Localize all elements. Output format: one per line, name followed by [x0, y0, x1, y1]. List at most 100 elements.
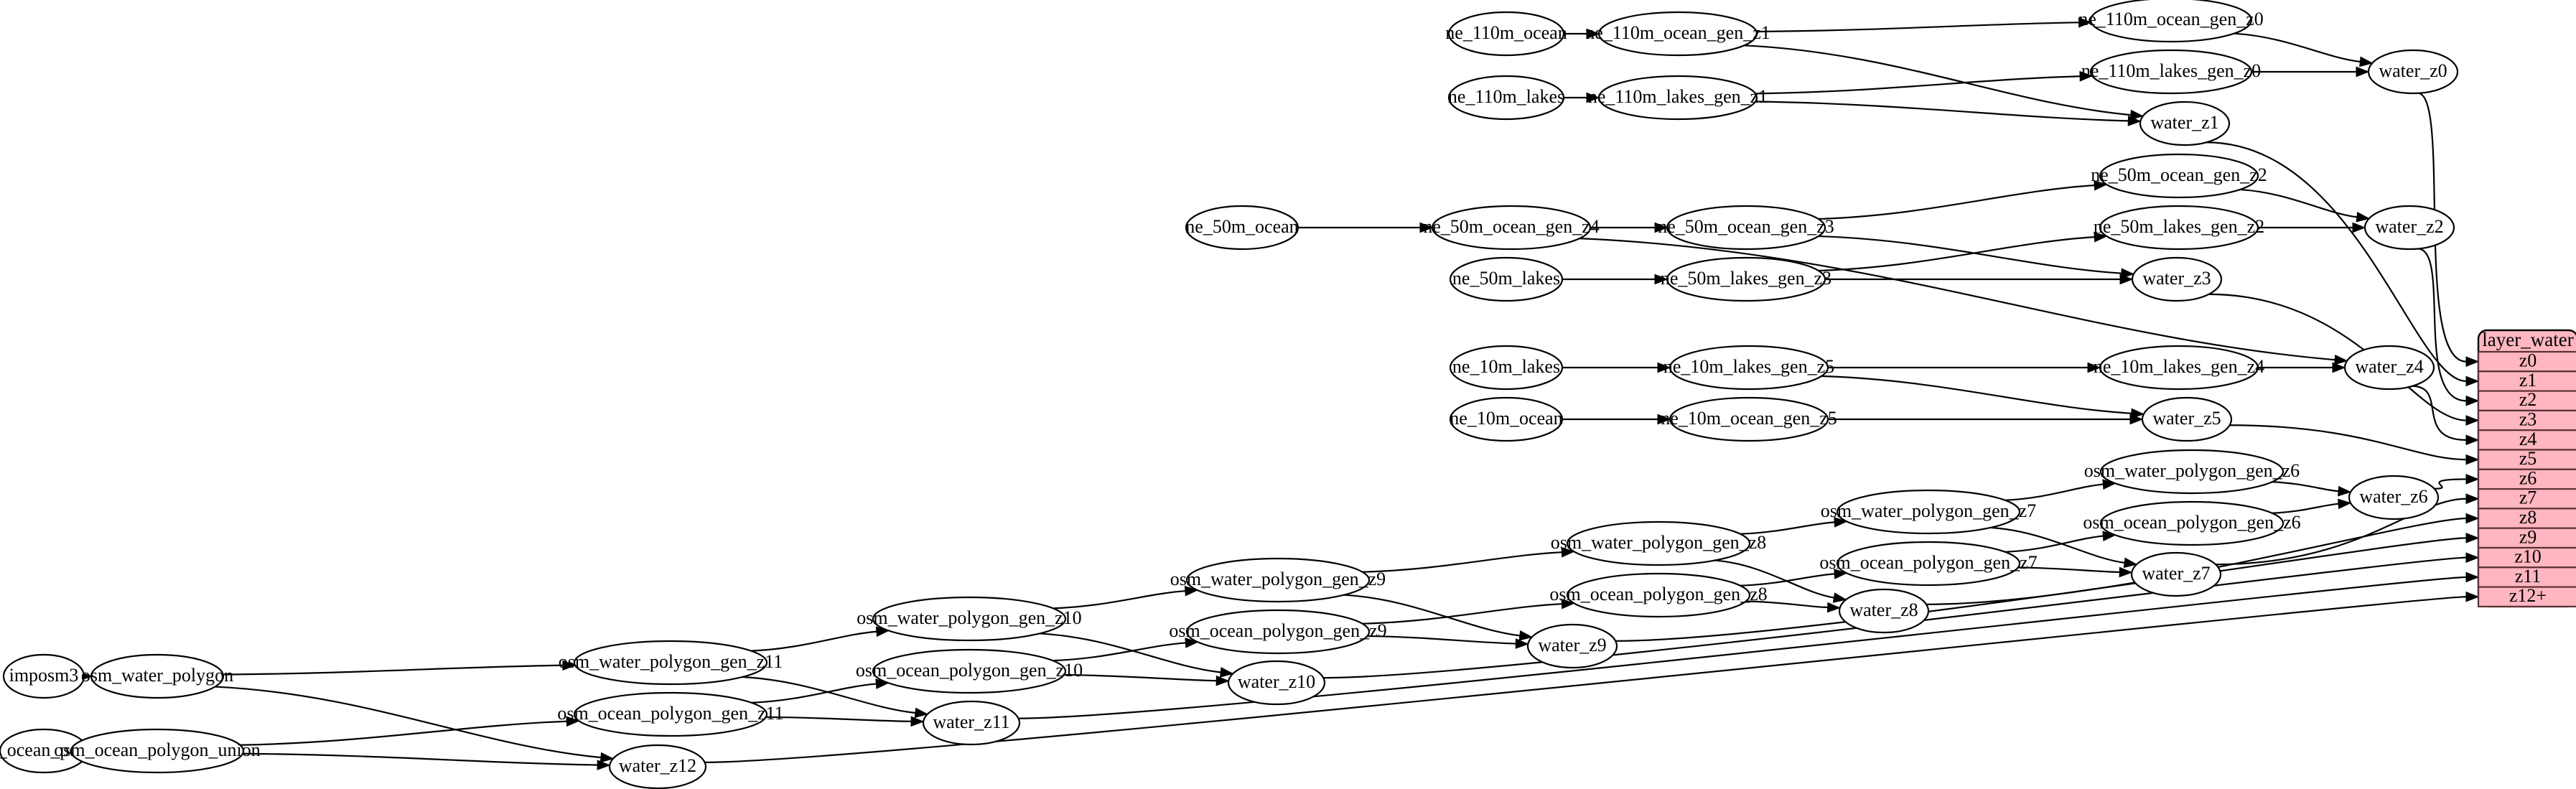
node-osm_water_polygon_gen_z11[interactable]: osm_water_polygon_gen_z11	[559, 640, 783, 686]
node-shape[interactable]	[1597, 11, 1758, 57]
node-water_z10[interactable]: water_z10	[1227, 660, 1326, 706]
node-water_z4[interactable]: water_z4	[2343, 345, 2435, 391]
node-shape[interactable]	[1449, 256, 1564, 302]
node-shape[interactable]	[573, 640, 768, 686]
node-ne_110m_lakes_gen_z1[interactable]: ne_110m_lakes_gen_z1	[1588, 75, 1768, 121]
node-shape[interactable]	[2099, 500, 2285, 546]
node-water_z2[interactable]: water_z2	[2363, 205, 2455, 251]
node-shape[interactable]	[2131, 256, 2223, 302]
node-shape[interactable]	[2348, 475, 2440, 520]
node-shape[interactable]	[1666, 205, 1826, 251]
node-osm_water_polygon_gen_z7[interactable]: osm_water_polygon_gen_z7	[1821, 489, 2036, 535]
node-water_z5[interactable]: water_z5	[2141, 396, 2233, 442]
node-osm_water_polygon_gen_z9[interactable]: osm_water_polygon_gen_z9	[1170, 557, 1386, 603]
record-node-layer_water[interactable]: layer_waterz0z1z2z3z4z5z6z7z8z9z10z11z12…	[2477, 329, 2576, 608]
node-shape[interactable]	[2089, 49, 2253, 95]
node-shape[interactable]	[922, 700, 1021, 746]
node-shape[interactable]	[1566, 520, 1751, 566]
node-osm_water_polygon[interactable]: osm_water_polygon	[81, 653, 233, 699]
record-row-z7[interactable]	[2477, 487, 2576, 510]
node-imposm3[interactable]: imposm3	[2, 653, 85, 699]
node-shape[interactable]	[2099, 153, 2259, 199]
node-ne_10m_lakes_gen_z4[interactable]: ne_10m_lakes_gen_z4	[2094, 345, 2264, 391]
node-water_z1[interactable]: water_z1	[2139, 101, 2231, 146]
node-osm_water_polygon_gen_z6[interactable]: osm_water_polygon_gen_z6	[2084, 449, 2300, 495]
node-osm_ocean_polygon_gen_z8[interactable]: osm_ocean_polygon_gen_z8	[1549, 572, 1768, 618]
record-row-z12plus[interactable]	[2477, 586, 2576, 607]
record-row-z0[interactable]	[2477, 350, 2576, 373]
node-shape[interactable]	[1185, 557, 1371, 603]
node-shape[interactable]	[1449, 396, 1564, 442]
node-ne_50m_ocean_gen_z2[interactable]: ne_50m_ocean_gen_z2	[2091, 153, 2267, 199]
node-ne_110m_ocean[interactable]: ne_110m_ocean	[1445, 11, 1567, 57]
edge-arrowhead	[599, 752, 615, 763]
node-shape[interactable]	[1449, 345, 1564, 391]
record-row-z10[interactable]	[2477, 546, 2576, 569]
node-osm_ocean_polygon_gen_z6[interactable]: osm_ocean_polygon_gen_z6	[2083, 500, 2301, 546]
node-shape[interactable]	[1669, 345, 1829, 391]
node-shape[interactable]	[2141, 396, 2233, 442]
node-shape[interactable]	[2099, 345, 2259, 391]
record-row-z8[interactable]	[2477, 508, 2576, 529]
node-shape[interactable]	[1431, 205, 1592, 251]
node-shape[interactable]	[2130, 551, 2222, 597]
record-row-z1[interactable]	[2477, 370, 2576, 392]
node-shape[interactable]	[2139, 101, 2231, 146]
node-shape[interactable]	[70, 728, 245, 774]
node-shape[interactable]	[1838, 588, 1930, 634]
node-ne_110m_lakes_gen_z0[interactable]: ne_110m_lakes_gen_z0	[2081, 49, 2261, 95]
node-ne_50m_ocean_gen_z3[interactable]: ne_50m_ocean_gen_z3	[1658, 205, 1834, 251]
node-ne_10m_lakes_gen_z5[interactable]: ne_10m_lakes_gen_z5	[1663, 345, 1834, 391]
node-shape[interactable]	[2099, 205, 2259, 251]
node-shape[interactable]	[573, 691, 768, 737]
node-ne_10m_ocean_gen_z5[interactable]: ne_10m_ocean_gen_z5	[1661, 396, 1837, 442]
node-water_z8[interactable]: water_z8	[1838, 588, 1930, 634]
node-shape[interactable]	[1836, 541, 2021, 587]
node-ne_50m_ocean_gen_z4[interactable]: ne_50m_ocean_gen_z4	[1423, 205, 1600, 251]
node-shape[interactable]	[2363, 205, 2455, 251]
node-osm_ocean_polygon_gen_z7[interactable]: osm_ocean_polygon_gen_z7	[1819, 541, 2038, 587]
node-shape[interactable]	[1597, 75, 1758, 121]
node-water_z11[interactable]: water_z11	[922, 700, 1021, 746]
node-shape[interactable]	[1566, 572, 1751, 618]
node-shape[interactable]	[1669, 396, 1829, 442]
node-osm_ocean_polygon_gen_z9[interactable]: osm_ocean_polygon_gen_z9	[1169, 609, 1387, 655]
node-ne_10m_lakes[interactable]: ne_10m_lakes	[1449, 345, 1564, 391]
node-shape[interactable]	[1836, 489, 2021, 535]
node-shape[interactable]	[2, 653, 85, 699]
node-ne_110m_ocean_gen_z1[interactable]: ne_110m_ocean_gen_z1	[1585, 11, 1770, 57]
node-ne_50m_ocean[interactable]: ne_50m_ocean	[1185, 205, 1299, 251]
node-shape[interactable]	[2099, 449, 2285, 495]
node-osm_ocean_polygon_gen_z11[interactable]: osm_ocean_polygon_gen_z11	[557, 691, 784, 737]
node-water_z3[interactable]: water_z3	[2131, 256, 2223, 302]
node-ne_50m_lakes[interactable]: ne_50m_lakes	[1449, 256, 1564, 302]
node-shape[interactable]	[872, 648, 1067, 694]
node-shape[interactable]	[2089, 0, 2253, 43]
node-ne_110m_ocean_gen_z0[interactable]: ne_110m_ocean_gen_z0	[2078, 0, 2264, 43]
node-shape[interactable]	[1185, 205, 1299, 251]
node-shape[interactable]	[1666, 256, 1826, 302]
node-ne_50m_lakes_gen_z2[interactable]: ne_50m_lakes_gen_z2	[2094, 205, 2264, 251]
node-ne_50m_lakes_gen_z3[interactable]: ne_50m_lakes_gen_z3	[1661, 256, 1831, 302]
node-shape[interactable]	[1185, 609, 1371, 655]
node-shape[interactable]	[608, 744, 707, 789]
node-water_z7[interactable]: water_z7	[2130, 551, 2222, 597]
node-ne_10m_ocean[interactable]: ne_10m_ocean	[1449, 396, 1564, 442]
node-shape[interactable]	[2367, 49, 2459, 95]
node-osm_ocean_polygon_gen_z10[interactable]: osm_ocean_polygon_gen_z10	[856, 648, 1083, 694]
node-shape[interactable]	[872, 596, 1067, 642]
node-shape[interactable]	[1526, 623, 1618, 669]
node-osm_water_polygon_gen_z8[interactable]: osm_water_polygon_gen_z8	[1551, 520, 1766, 566]
node-shape[interactable]	[1447, 11, 1565, 57]
node-shape[interactable]	[2343, 345, 2435, 391]
node-water_z0[interactable]: water_z0	[2367, 49, 2459, 95]
node-water_z6[interactable]: water_z6	[2348, 475, 2440, 520]
node-water_z12[interactable]: water_z12	[608, 744, 707, 789]
node-osm_water_polygon_gen_z10[interactable]: osm_water_polygon_gen_z10	[857, 596, 1082, 642]
node-shape[interactable]	[1447, 75, 1565, 121]
node-ne_110m_lakes[interactable]: ne_110m_lakes	[1447, 75, 1565, 121]
node-shape[interactable]	[1227, 660, 1326, 706]
node-shape[interactable]	[90, 653, 225, 699]
node-water_z9[interactable]: water_z9	[1526, 623, 1618, 669]
node-osm_ocean_polygon_union[interactable]: osm_ocean_polygon_union	[54, 728, 261, 774]
